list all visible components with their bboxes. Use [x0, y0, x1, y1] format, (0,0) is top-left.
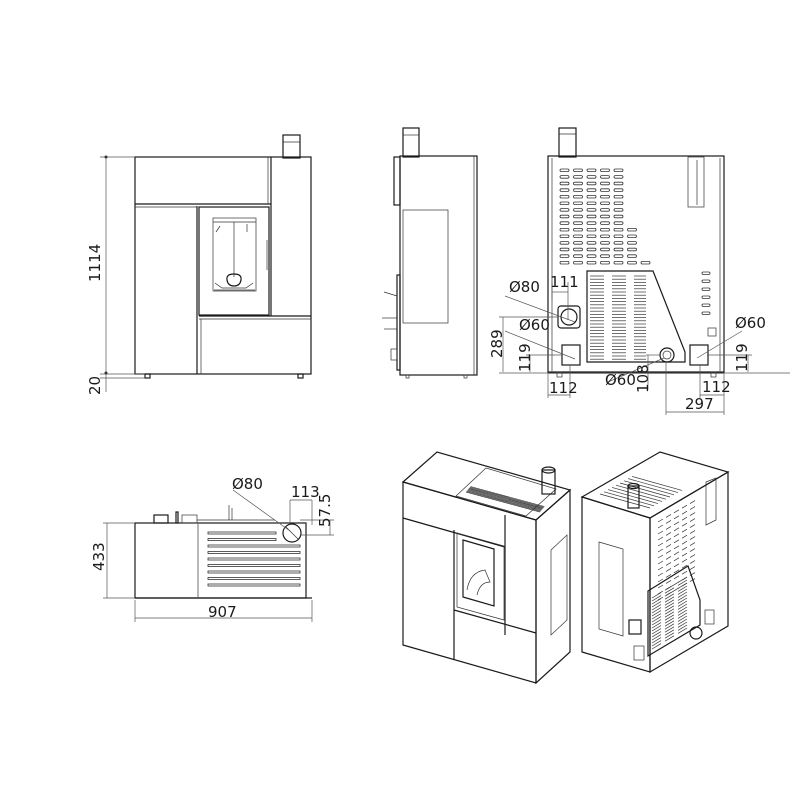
- dim-air-inlet-right-offset-label: 112: [702, 378, 731, 396]
- dim-top-flue-offset-label: 113: [291, 483, 320, 501]
- firebox-glass: [212, 217, 257, 292]
- iso-front-face: [402, 481, 537, 684]
- dim-air-inlet-left-height-label: 119: [516, 343, 534, 372]
- stove-side-body: [399, 155, 478, 376]
- dim-height-label: 1114: [86, 243, 104, 282]
- rear-grille-panel: [586, 270, 686, 363]
- dim-top-flue-depth-label: 57.5: [316, 493, 334, 527]
- dim-width-label: 907: [208, 603, 237, 621]
- flue-pipe: [541, 469, 556, 495]
- dim-flue-height-label: 289: [488, 329, 506, 358]
- flue-outlet: [628, 619, 642, 635]
- side-panel-recess: [402, 209, 449, 324]
- stove-body: [134, 156, 312, 375]
- dim-air-inlet-left-offset-label: 112: [549, 379, 578, 397]
- ventilation-slots: [559, 168, 711, 315]
- dim-air-inlet-right-diameter-label: Ø60: [735, 314, 766, 332]
- dim-air-inlet-bottom-diameter-label: Ø60: [605, 371, 636, 389]
- foot: [144, 373, 151, 379]
- dim-feet-label: 20: [86, 375, 104, 395]
- dim-air-inlet-left-diameter-label: Ø60: [519, 316, 550, 334]
- side-view: [382, 127, 478, 379]
- front-view: [100, 134, 312, 392]
- flue-pipe: [402, 127, 420, 158]
- dim-air-inlet-bottom-offset-label: 297: [685, 395, 714, 413]
- iso-rear-face: [649, 470, 729, 674]
- firebox-door: [198, 206, 270, 316]
- flue-outlet: [282, 523, 302, 543]
- dim-depth-label: 433: [90, 542, 108, 571]
- flue-pipe: [282, 134, 301, 159]
- iso-side-face: [535, 488, 571, 685]
- rear-tank-bracket: [687, 156, 705, 208]
- foot: [297, 373, 304, 379]
- iso-firebox-glass: [462, 539, 495, 607]
- isometric-rear-view: [580, 451, 730, 674]
- flue-pipe: [627, 485, 640, 509]
- air-inlet-bottom: [659, 347, 675, 363]
- air-inlet-right: [689, 344, 709, 366]
- flue-pipe: [558, 127, 577, 158]
- burn-pot: [226, 273, 242, 287]
- dim-flue-offset-label: 111: [550, 273, 579, 291]
- dim-top-flue-diameter-label: Ø80: [232, 475, 263, 493]
- isometric-front-view: [401, 451, 572, 685]
- dim-air-inlet-bottom-height-label: 108: [634, 364, 652, 393]
- top-view: [103, 489, 334, 622]
- dim-air-inlet-right-height-label: 119: [733, 343, 751, 372]
- dim-flue-diameter-label: Ø80: [509, 278, 540, 296]
- rear-view: [499, 127, 790, 415]
